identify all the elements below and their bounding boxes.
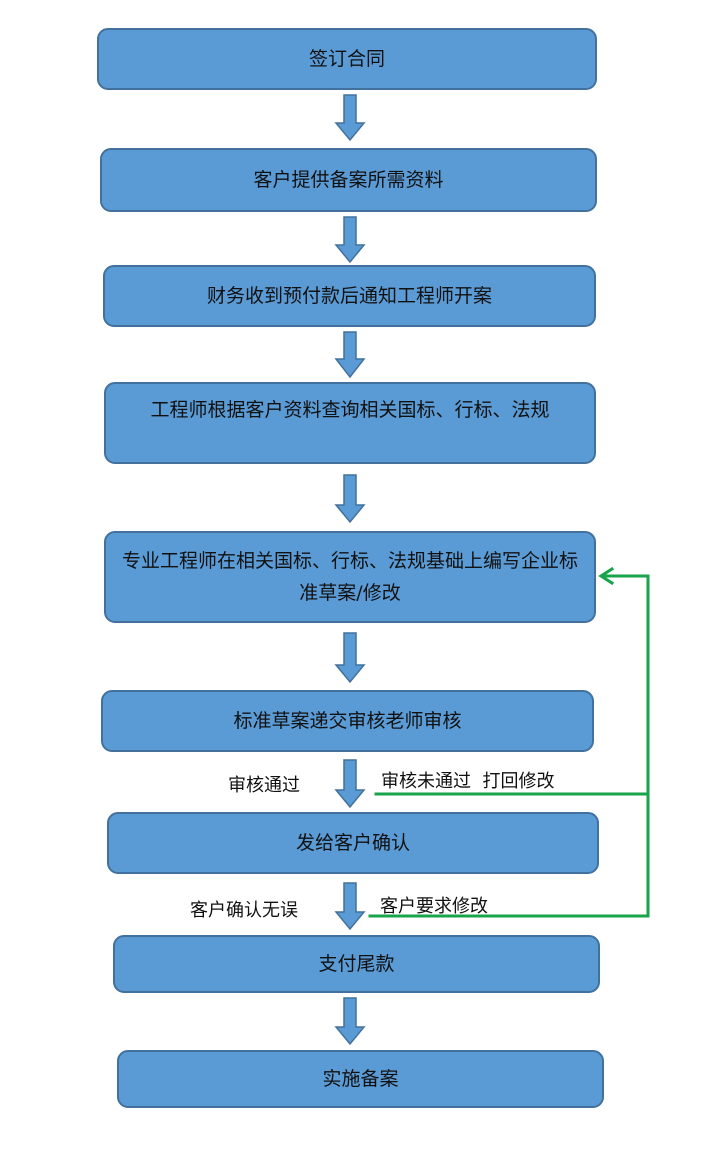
- down-arrow: [334, 632, 366, 684]
- step-prepayment: 财务收到预付款后通知工程师开案: [103, 265, 596, 327]
- step-sign-contract: 签订合同: [97, 28, 597, 90]
- label-customer-revise: 客户要求修改: [380, 896, 488, 917]
- down-arrow: [334, 474, 366, 524]
- label-review-pass: 审核通过: [228, 775, 300, 796]
- down-arrow: [334, 759, 366, 809]
- feedback-arrowhead: [598, 566, 615, 586]
- step-customer-confirm: 发给客户确认: [107, 812, 599, 874]
- down-arrow: [334, 216, 366, 264]
- step-submit-review: 标准草案递交审核老师审核: [101, 690, 594, 752]
- step-draft-standard: 专业工程师在相关国标、行标、法规基础上编写企业标准草案/修改: [104, 531, 596, 623]
- down-arrow: [334, 331, 366, 379]
- feedback-line-customer: [368, 574, 650, 918]
- label-customer-ok: 客户确认无误: [190, 900, 298, 921]
- step-implement-filing: 实施备案: [117, 1050, 604, 1108]
- step-search-standards: 工程师根据客户资料查询相关国标、行标、法规: [104, 382, 596, 464]
- step-pay-balance: 支付尾款: [113, 935, 600, 993]
- step-provide-materials: 客户提供备案所需资料: [100, 148, 597, 212]
- down-arrow: [334, 94, 366, 142]
- label-review-fail: 审核未通过 打回修改: [381, 771, 555, 792]
- down-arrow: [334, 997, 366, 1046]
- down-arrow: [334, 882, 366, 931]
